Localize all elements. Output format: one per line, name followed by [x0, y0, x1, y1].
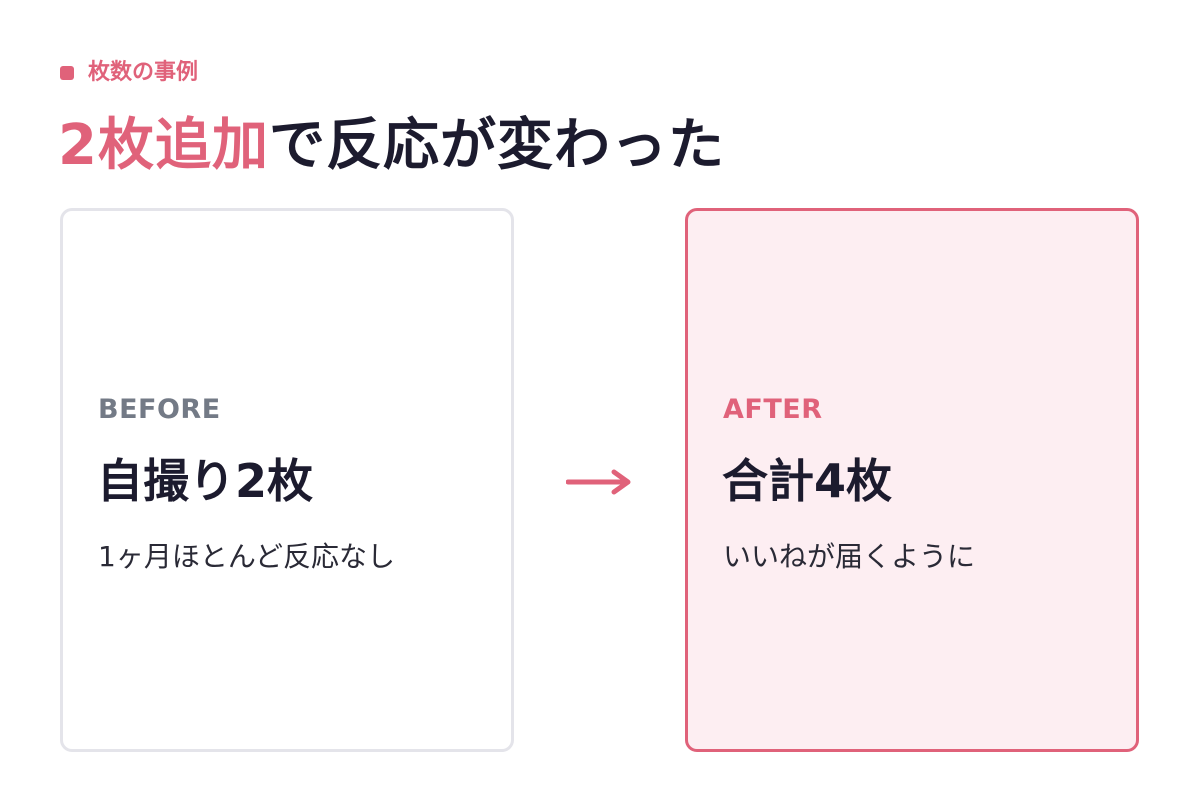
before-card: BEFORE 自撮り2枚 1ヶ月ほとんど反応なし: [60, 208, 514, 752]
after-card: AFTER 合計4枚 いいねが届くように: [685, 208, 1139, 752]
bullet-square-icon: [60, 66, 74, 80]
page-title: 2枚追加で反応が変わった: [58, 110, 725, 182]
eyebrow-label: 枚数の事例: [88, 60, 199, 85]
before-description: 1ヶ月ほとんど反応なし: [98, 540, 395, 573]
after-description: いいねが届くように: [723, 540, 976, 573]
arrow-right-icon: [566, 469, 631, 495]
title-accent: 2枚追加: [58, 113, 269, 178]
after-title: 合計4枚: [722, 454, 893, 508]
after-label: AFTER: [723, 394, 823, 425]
before-label: BEFORE: [98, 394, 221, 425]
section-eyebrow: 枚数の事例: [60, 58, 198, 88]
title-rest: で反応が変わった: [268, 113, 725, 178]
before-title: 自撮り2枚: [97, 454, 314, 508]
